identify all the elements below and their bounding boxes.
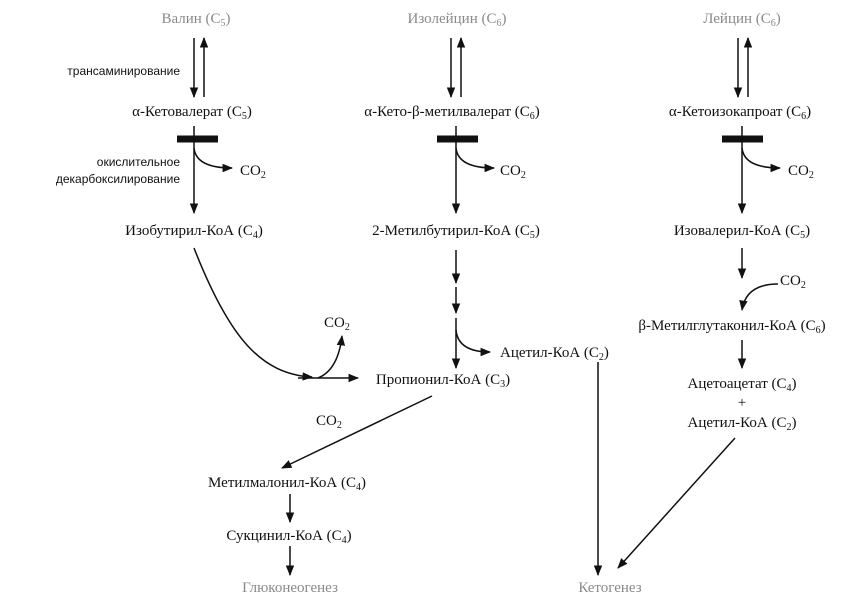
decarboxylation-label: декарбоксилирование	[55, 172, 180, 186]
methylbutyryl-coa-label: 2-Метилбутирил-КоА (C5)	[372, 223, 540, 241]
keto-methylvalerate-label: α-Кето-β-метилвалерат (C6)	[364, 104, 540, 122]
valine-co2-release-arrow	[193, 147, 234, 173]
propionyl-to-methylmalonyl-arrow	[281, 395, 433, 469]
leucine-to-ketogenesis-arrow	[617, 437, 736, 569]
leucine-co2-label: CO2	[788, 163, 814, 181]
isoleucine-co2-release-arrow	[455, 147, 496, 173]
valine-co2-label: CO2	[240, 163, 266, 181]
transamination-label: трансаминирование	[67, 64, 180, 78]
gluconeogenesis-label: Глюконеогенез	[242, 580, 338, 596]
isoleucine-co2-label: CO2	[500, 163, 526, 181]
isoleucine-label: Изолейцин (C6)	[407, 11, 507, 29]
leucine-co2-release-arrow	[741, 147, 782, 173]
isoleucine-acetyl-coa-label: Ацетил-КоА (C2)	[500, 345, 609, 363]
isovaleryl-coa-label: Изовалерил-КоА (C5)	[673, 223, 811, 241]
plus-sign: +	[737, 395, 747, 411]
leucine-co2-uptake-arrow	[739, 283, 779, 312]
leucine-co2-uptake-label: CO2	[780, 273, 806, 291]
ketovalerate-label: α-Кетовалерат (C5)	[132, 104, 252, 122]
methylmalonyl-co2-label: CO2	[316, 413, 342, 431]
leucine-acetyl-coa-label: Ацетил-КоА (C2)	[687, 415, 797, 433]
ketogenesis-label: Кетогенез	[578, 580, 642, 596]
valine-label: Валин (C5)	[161, 11, 231, 29]
methylglutaconyl-coa-label: β-Метилглутаконил-КоА (C6)	[638, 318, 826, 336]
propionyl-co2-release-arrow	[317, 334, 346, 379]
isobutyryl-to-propionyl-arrow	[193, 247, 314, 381]
propionyl-co2-label: CO2	[324, 315, 350, 333]
ketoisocaproate-label: α-Кетоизокапроат (C6)	[668, 104, 812, 122]
methylmalonyl-coa-label: Метилмалонил-КоА (C4)	[208, 475, 366, 493]
acetoacetate-label: Ацетоацетат (C4)	[687, 376, 797, 394]
isobutyryl-coa-label: Изобутирил-КоА (C4)	[125, 223, 263, 241]
propionyl-coa-label: Пропионил-КоА (C3)	[375, 372, 511, 390]
oxidative-label: окислительное	[96, 155, 180, 169]
isoleucine-acetyl-branch-arrow	[455, 329, 492, 357]
succinyl-coa-label: Сукцинил-КоА (C4)	[226, 528, 352, 546]
leucine-label: Лейцин (C6)	[703, 11, 781, 29]
